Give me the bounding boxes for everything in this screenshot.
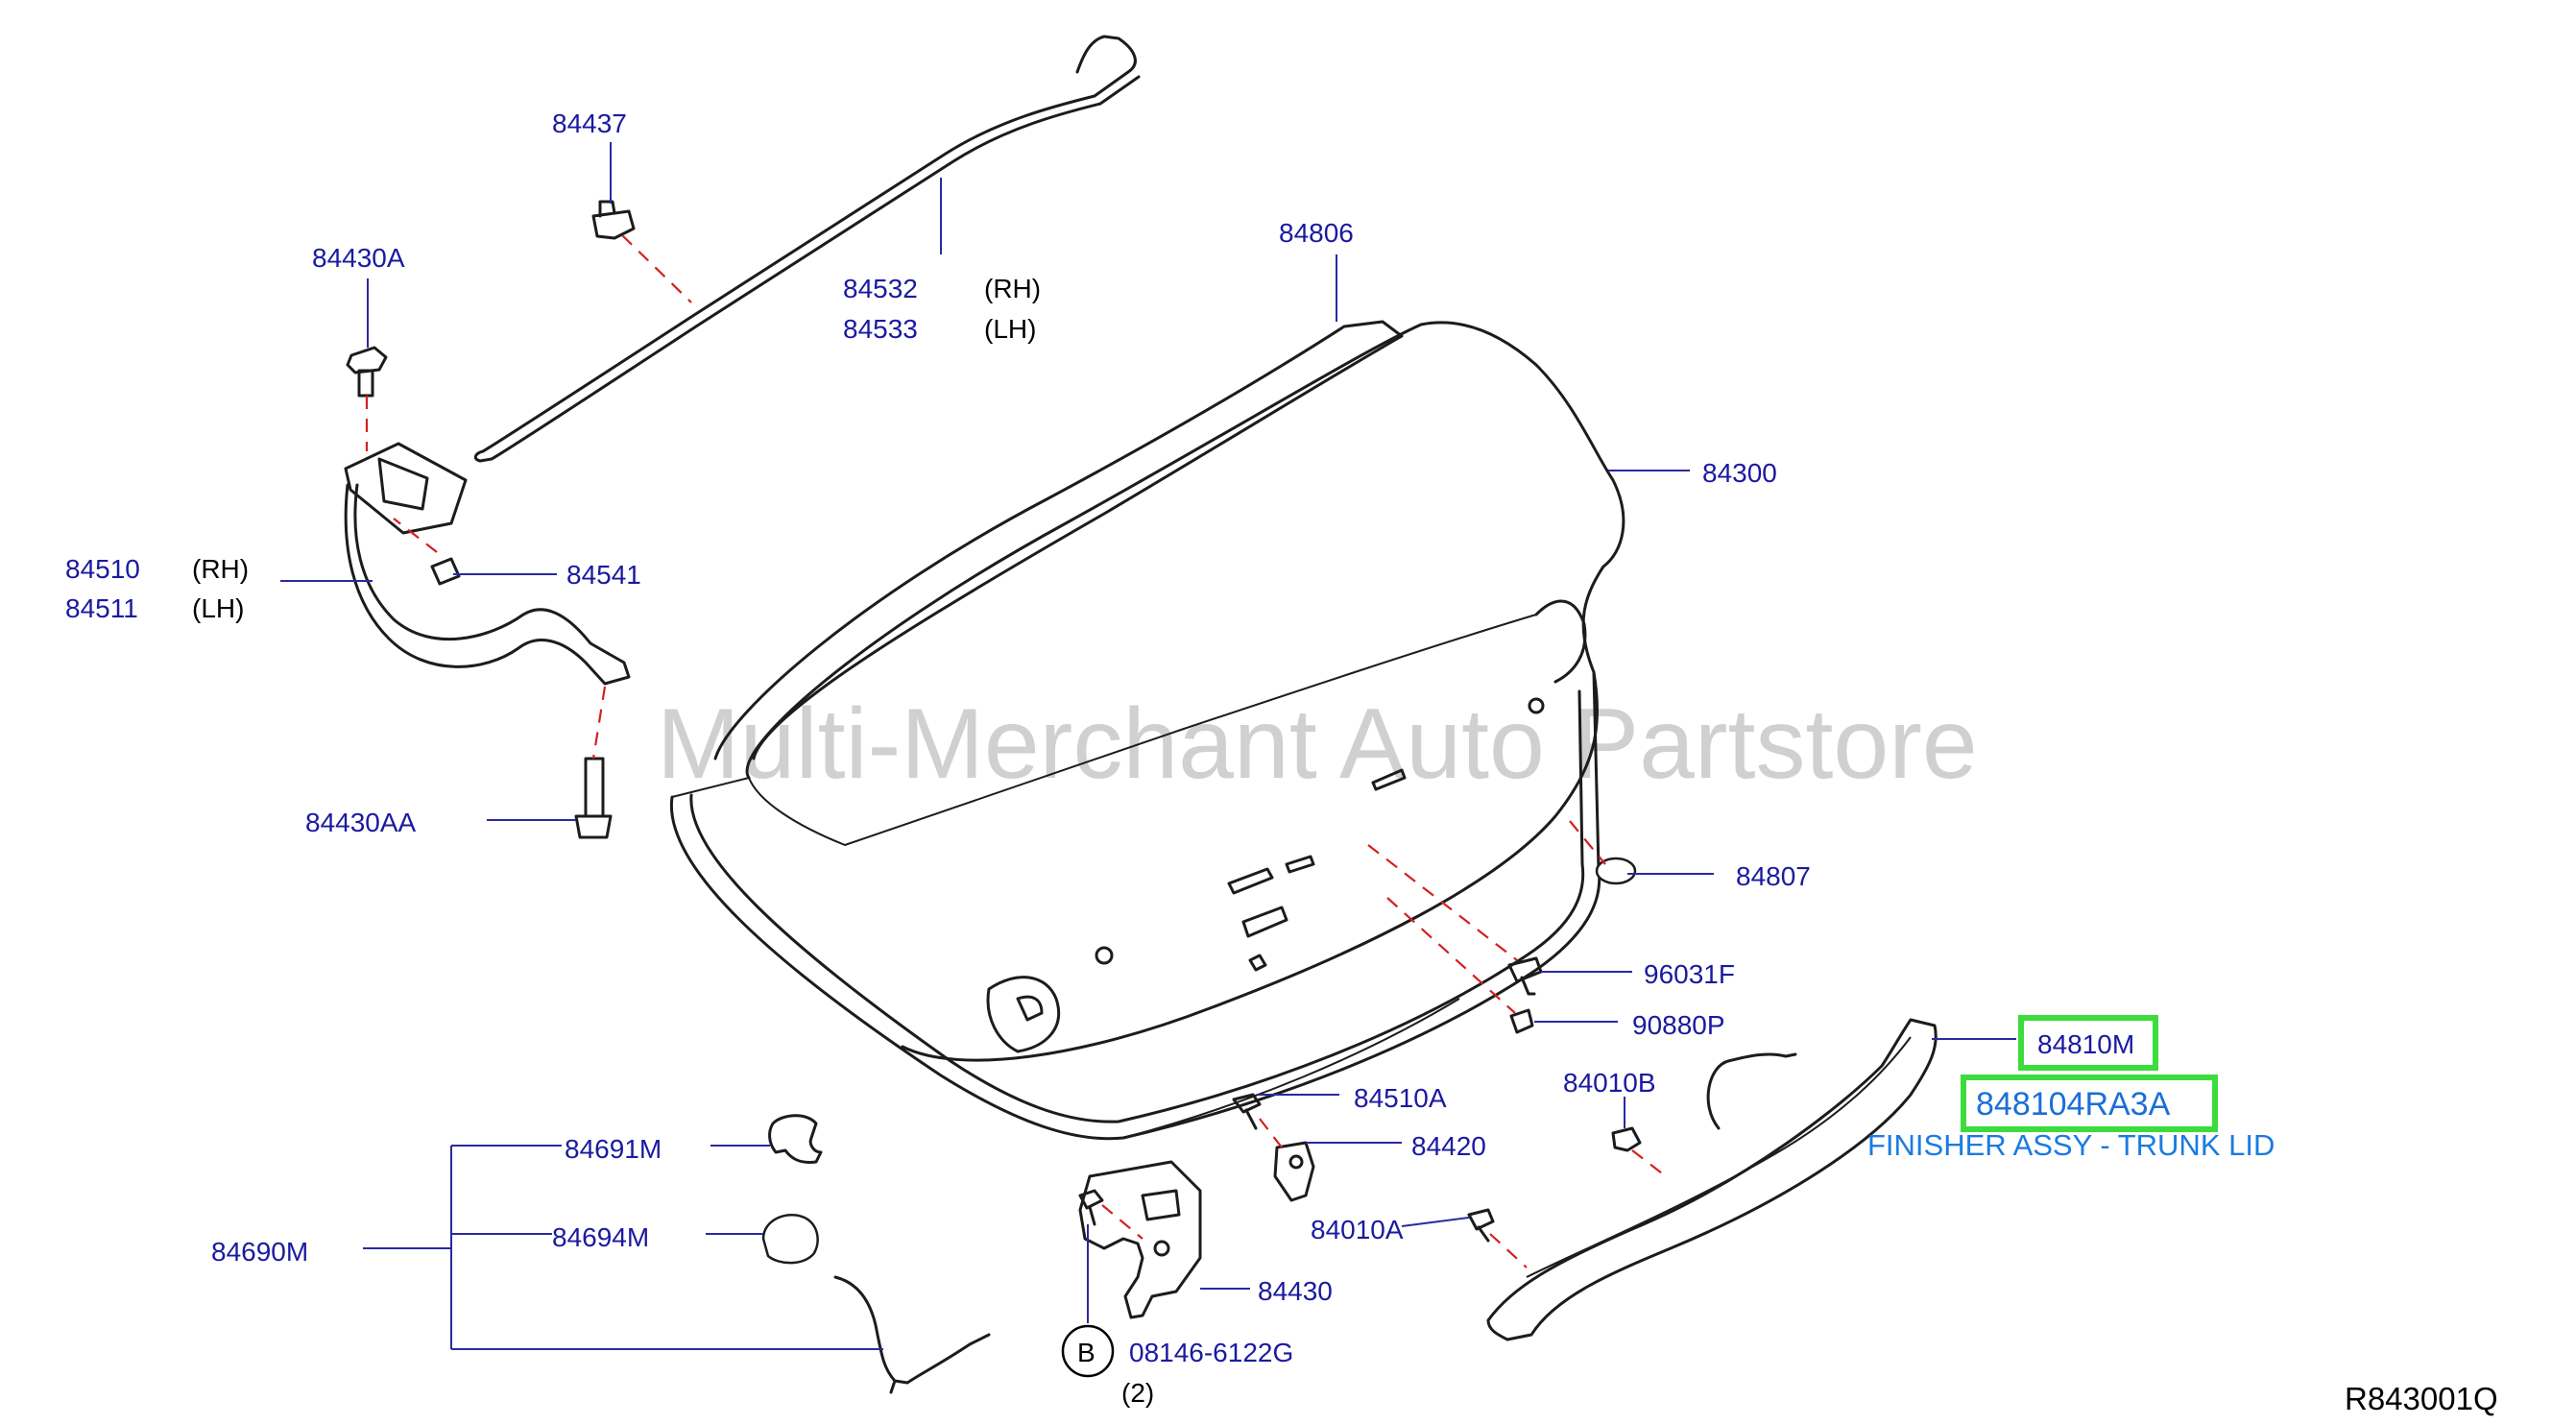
trunk-lid <box>669 320 1625 1141</box>
bolt-08146 <box>1078 1189 1104 1226</box>
label-84807[interactable]: 84807 <box>1736 861 1811 891</box>
label-08146-6122G[interactable]: 08146-6122G <box>1129 1338 1293 1367</box>
grommet-84010B <box>1611 1126 1642 1152</box>
clip-84437 <box>591 200 636 240</box>
bolt-84430A <box>346 346 388 398</box>
label-84694M[interactable]: 84694M <box>552 1222 649 1252</box>
highlight-box-848104RA3A <box>1961 1075 2218 1132</box>
label-rh-84532: (RH) <box>984 274 1041 303</box>
label-quantity: (2) <box>1121 1378 1154 1408</box>
label-lh-84533: (LH) <box>984 314 1036 344</box>
highlight-box-84810M <box>2018 1015 2158 1071</box>
label-84541[interactable]: 84541 <box>566 560 641 590</box>
label-84430A[interactable]: 84430A <box>312 243 405 273</box>
label-rh-84510: (RH) <box>192 554 249 584</box>
lock-84430 <box>1078 1160 1202 1319</box>
label-84533[interactable]: 84533 <box>843 314 918 344</box>
cap-84694M <box>761 1213 819 1265</box>
label-84010B[interactable]: 84010B <box>1563 1068 1656 1098</box>
bolt-84010A <box>1467 1208 1495 1243</box>
bolt-marker-circle <box>1061 1324 1115 1378</box>
label-90880P[interactable]: 90880P <box>1632 1010 1725 1040</box>
label-lh-84511: (LH) <box>192 593 244 623</box>
label-84690M[interactable]: 84690M <box>211 1237 308 1267</box>
label-848104RA3A[interactable]: 848104RA3A <box>1976 1086 2171 1123</box>
assembly-lines <box>365 234 1667 1268</box>
diagram-reference: R843001Q <box>2345 1381 2498 1416</box>
leader-lines <box>280 142 2016 1350</box>
watermark-text: Multi-Merchant Auto Partstore <box>657 688 1978 800</box>
stud-84430AA <box>574 757 613 839</box>
label-84010A[interactable]: 84010A <box>1311 1215 1404 1244</box>
bumper-84691M <box>768 1114 823 1164</box>
label-84430[interactable]: 84430 <box>1258 1276 1333 1306</box>
plug-84807 <box>1595 857 1637 885</box>
bolt-marker-label: B <box>1077 1338 1095 1367</box>
label-84510[interactable]: 84510 <box>65 554 140 584</box>
bracket-84420 <box>1273 1141 1315 1202</box>
cable-84690M <box>833 1275 991 1394</box>
finisher-84810M <box>1486 1018 1938 1341</box>
label-84806[interactable]: 84806 <box>1279 218 1354 248</box>
pad-90880P <box>1509 1008 1534 1034</box>
label-84691M[interactable]: 84691M <box>565 1134 662 1164</box>
hinge-84510 <box>344 442 631 686</box>
label-84532[interactable]: 84532 <box>843 274 918 303</box>
label-84511[interactable]: 84511 <box>65 593 138 623</box>
label-finisher-assy: FINISHER ASSY - TRUNK LID <box>1867 1128 2275 1162</box>
label-84430AA[interactable]: 84430AA <box>305 808 417 837</box>
label-84810M[interactable]: 84810M <box>2037 1029 2134 1059</box>
label-84510A[interactable]: 84510A <box>1354 1083 1447 1113</box>
torsion-rod <box>473 35 1141 463</box>
label-84437[interactable]: 84437 <box>552 109 627 138</box>
label-84420[interactable]: 84420 <box>1411 1131 1486 1161</box>
label-84300[interactable]: 84300 <box>1702 458 1777 488</box>
bolt-84510A <box>1232 1093 1262 1130</box>
label-96031F[interactable]: 96031F <box>1644 959 1735 989</box>
